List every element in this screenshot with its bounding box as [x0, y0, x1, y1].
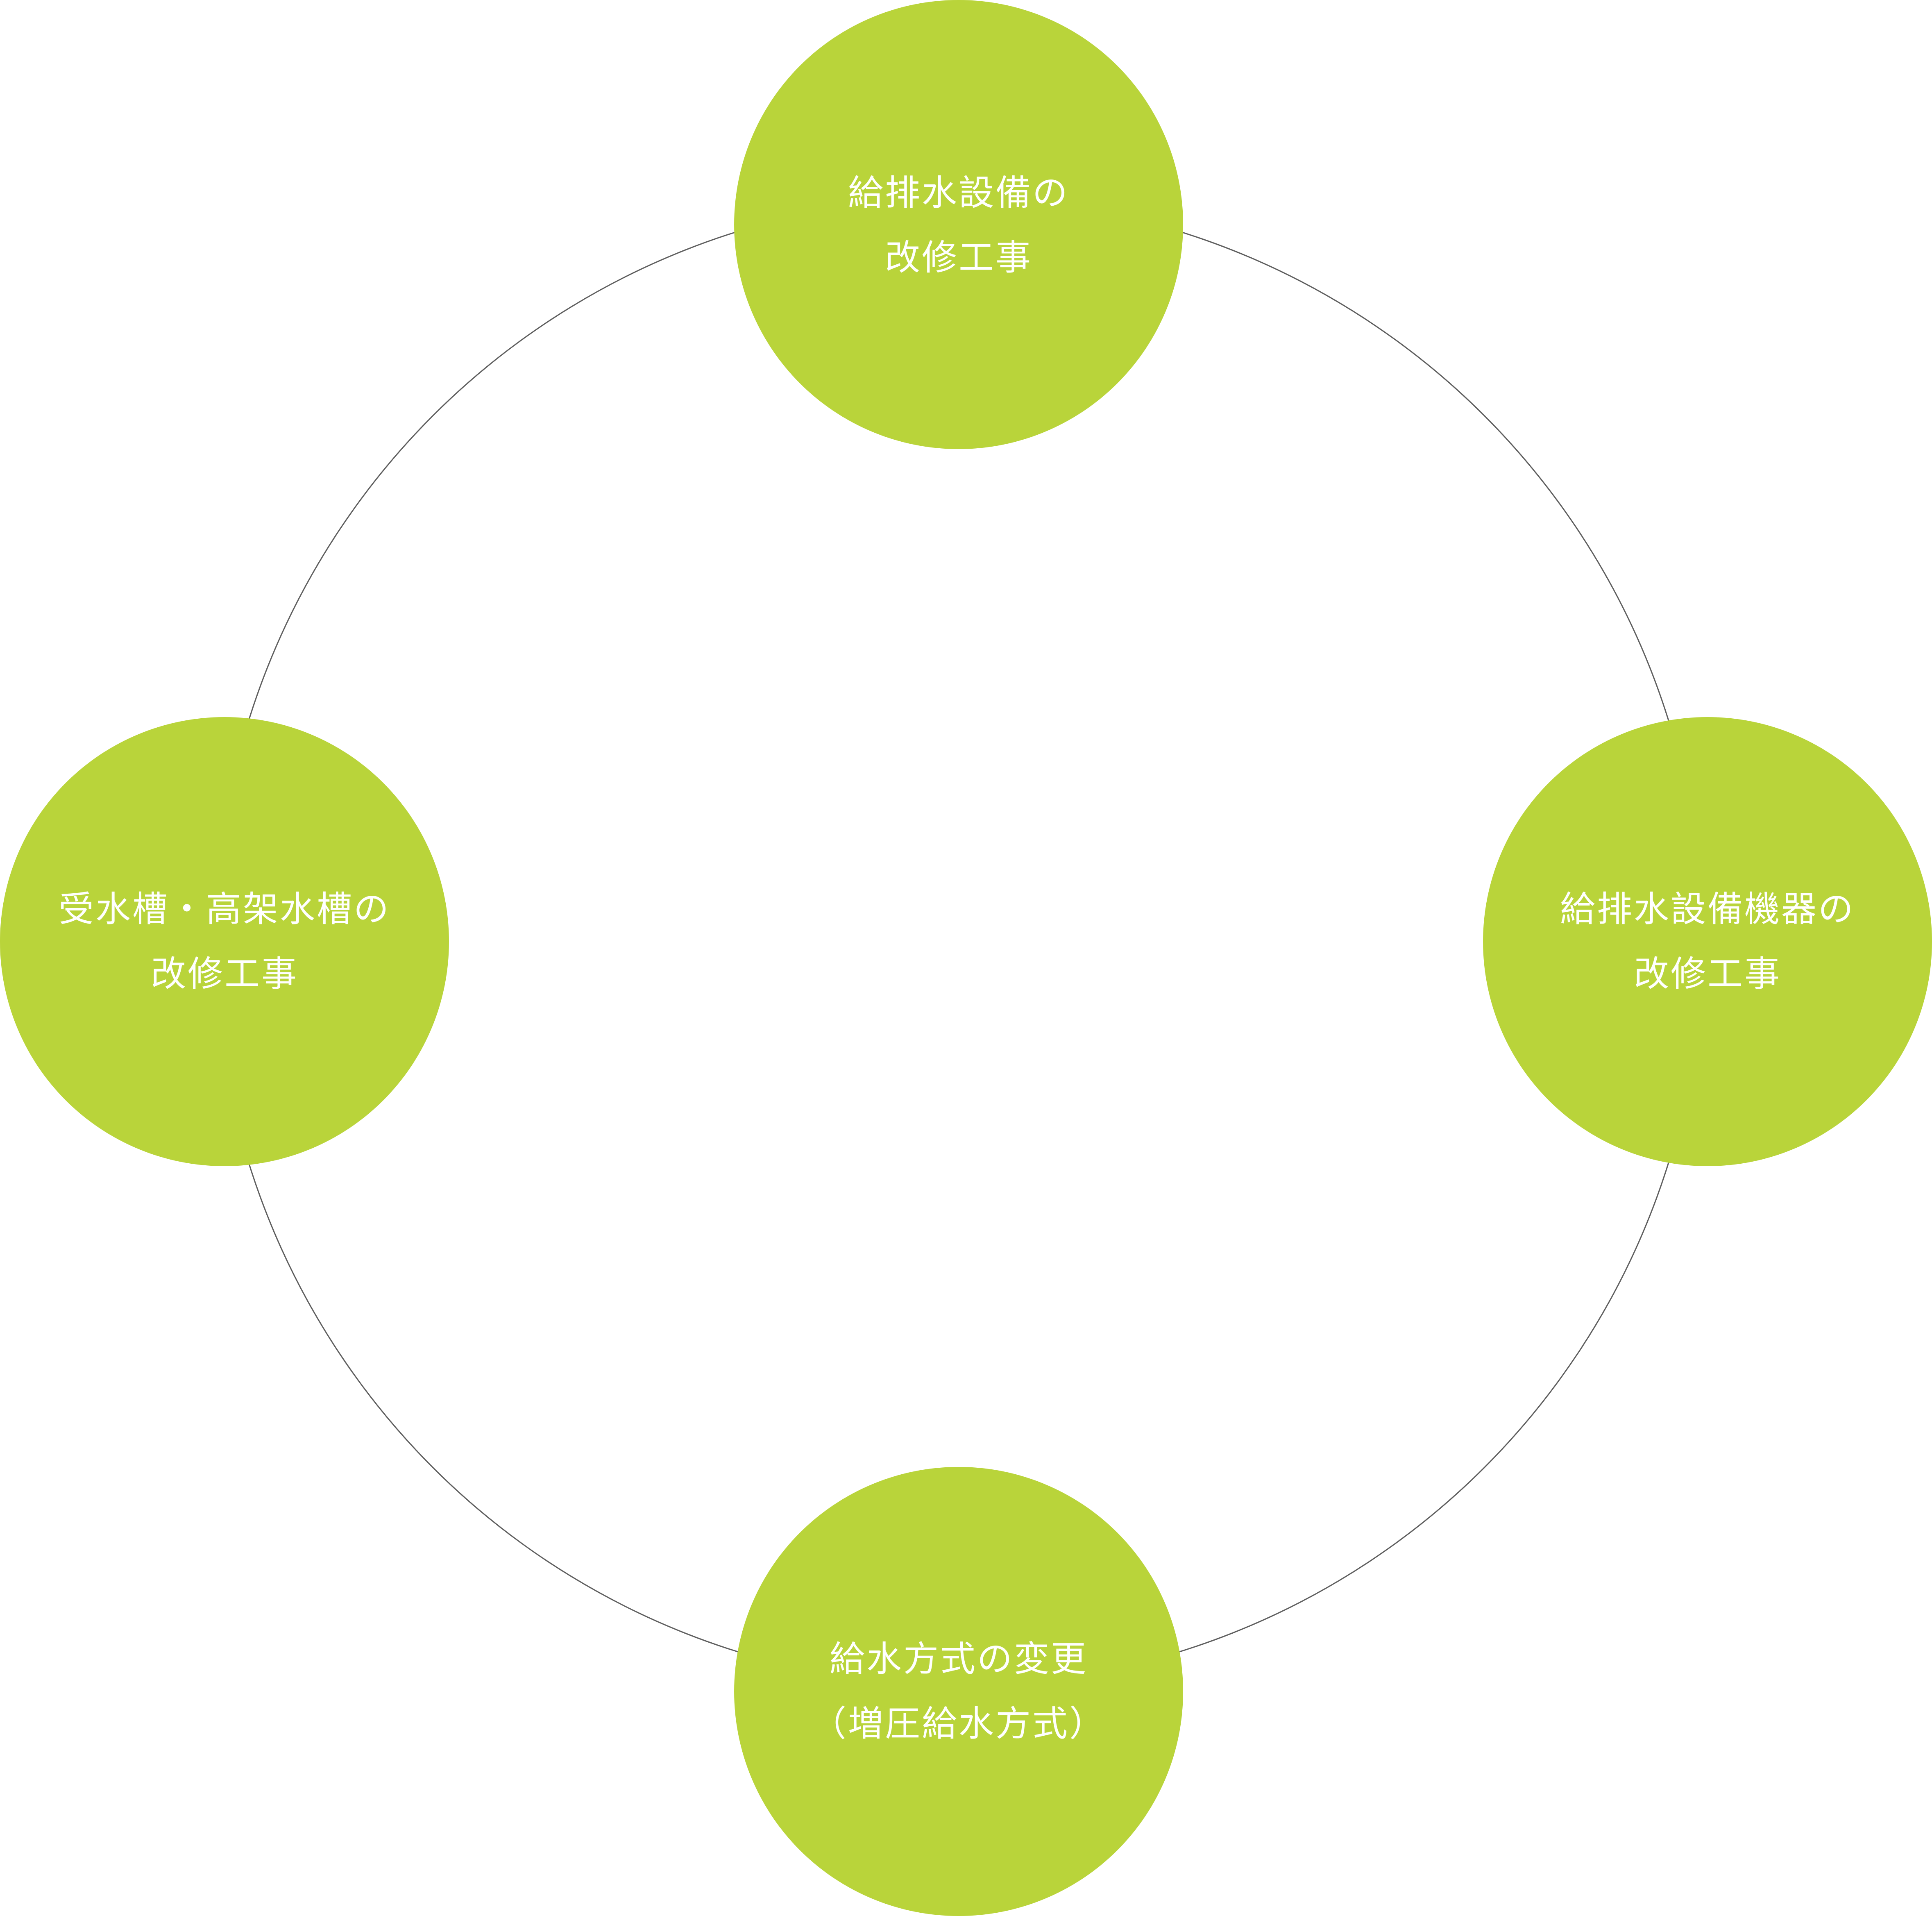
node-bottom-label-line-1: 給水方式の変更: [830, 1639, 1088, 1680]
node-top-circle: [734, 0, 1183, 449]
node-left-label-line-2: 改修工事: [151, 953, 298, 994]
node-right-label-line-1: 給排水設備機器の: [1560, 889, 1855, 930]
node-right-circle: [1483, 717, 1932, 1166]
node-bottom-label-line-2: （増圧給水方式）: [811, 1703, 1106, 1744]
node-top-label-line-1: 給排水設備の: [848, 173, 1069, 213]
node-right-label-line-2: 改修工事: [1634, 953, 1781, 994]
node-left-circle: [0, 717, 449, 1166]
node-bottom: 給水方式の変更 （増圧給水方式）: [734, 1467, 1183, 1916]
node-top: 給排水設備の 改修工事: [734, 0, 1183, 449]
node-top-label-line-2: 改修工事: [885, 237, 1032, 278]
node-left-label-line-1: 受水槽・高架水槽の: [59, 889, 390, 930]
node-left: 受水槽・高架水槽の 改修工事: [0, 717, 449, 1166]
node-right: 給排水設備機器の 改修工事: [1483, 717, 1932, 1166]
node-bottom-circle: [734, 1467, 1183, 1916]
